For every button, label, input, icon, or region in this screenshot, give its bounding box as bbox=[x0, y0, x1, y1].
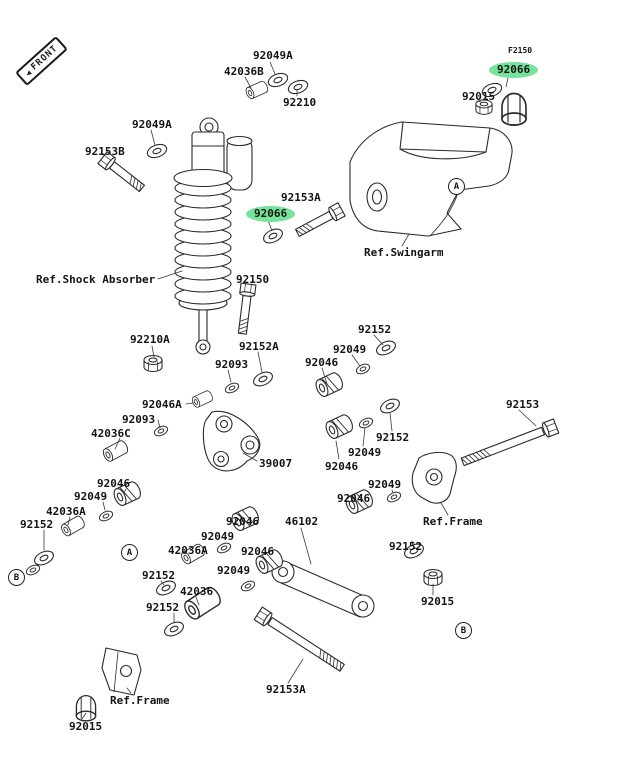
part-number-label[interactable]: 92015 bbox=[69, 720, 103, 733]
part-number-label[interactable]: 92066 bbox=[246, 206, 296, 223]
part-number-label[interactable]: 92015 bbox=[421, 595, 455, 608]
part-number-label[interactable]: 92152 bbox=[389, 540, 423, 553]
frame-bracket-bottom-drawing bbox=[101, 647, 142, 696]
part-number-label[interactable]: 92046 bbox=[325, 460, 359, 473]
callout-bubble-A: A bbox=[448, 178, 465, 195]
part-number-label[interactable]: 92152 bbox=[358, 323, 392, 336]
part-number-label[interactable]: 92049 bbox=[333, 343, 367, 356]
leader-lines bbox=[43, 61, 537, 720]
part-number-label[interactable]: 92152A bbox=[239, 340, 279, 353]
part-number-label[interactable]: 39007 bbox=[259, 457, 293, 470]
part-number-label[interactable]: 92152 bbox=[146, 601, 180, 614]
part-number-label[interactable]: 92049 bbox=[217, 564, 251, 577]
part-number-label[interactable]: 92152 bbox=[142, 569, 176, 582]
part-number-label[interactable]: 92049 bbox=[348, 446, 382, 459]
part-number-label[interactable]: 92046 bbox=[305, 356, 339, 369]
part-number-label[interactable]: 92152 bbox=[376, 431, 410, 444]
part-number-label[interactable]: 42036A bbox=[46, 505, 86, 518]
part-number-label[interactable]: 92066 bbox=[489, 62, 539, 79]
callout-bubble-B: B bbox=[455, 622, 472, 639]
part-number-label[interactable]: 42036C bbox=[91, 427, 131, 440]
reference-label: Ref.Swingarm bbox=[364, 246, 444, 259]
part-number-label[interactable]: 92046 bbox=[97, 477, 131, 490]
callout-bubble-B: B bbox=[8, 569, 25, 586]
part-number-label[interactable]: 92046 bbox=[241, 545, 275, 558]
part-number-label[interactable]: 92015 bbox=[462, 90, 496, 103]
part-number-label[interactable]: 92153A bbox=[266, 683, 306, 696]
part-number-label[interactable]: 92093 bbox=[215, 358, 249, 371]
part-number-label[interactable]: 92210 bbox=[283, 96, 317, 109]
part-number-label[interactable]: 92046 bbox=[226, 515, 260, 528]
part-number-label[interactable]: 42036 bbox=[180, 585, 214, 598]
reference-label: Ref.Shock Absorber bbox=[36, 273, 156, 286]
part-number-label[interactable]: 92049A bbox=[253, 49, 293, 62]
part-number-label[interactable]: 92153 bbox=[506, 398, 540, 411]
part-number-label[interactable]: 92049A bbox=[132, 118, 172, 131]
shock-absorber-drawing bbox=[173, 117, 253, 355]
part-number-label[interactable]: 92093 bbox=[122, 413, 156, 426]
reference-label: Ref.Frame bbox=[423, 515, 483, 528]
rocker-arm-drawing bbox=[202, 410, 261, 472]
part-number-label[interactable]: 92049 bbox=[74, 490, 108, 503]
part-number-label[interactable]: 92152 bbox=[20, 518, 54, 531]
part-number-label[interactable]: 92046A bbox=[142, 398, 182, 411]
part-number-label[interactable]: 92049 bbox=[368, 478, 402, 491]
part-number-label[interactable]: 92153B bbox=[85, 145, 125, 158]
part-number-label[interactable]: 92150 bbox=[236, 273, 270, 286]
part-number-label[interactable]: 92046 bbox=[337, 492, 371, 505]
part-number-label[interactable]: 42036A bbox=[168, 544, 208, 557]
part-number-label[interactable]: 92049 bbox=[201, 530, 235, 543]
swingarm-drawing bbox=[349, 121, 513, 237]
part-number-label[interactable]: 42036B bbox=[224, 65, 264, 78]
part-number-label[interactable]: F2150 bbox=[508, 46, 533, 55]
part-number-label[interactable]: 92210A bbox=[130, 333, 170, 346]
reference-label: Ref.Frame bbox=[110, 694, 170, 707]
part-number-label[interactable]: 46102 bbox=[285, 515, 319, 528]
callout-bubble-A: A bbox=[121, 544, 138, 561]
part-number-label[interactable]: 92153A bbox=[281, 191, 321, 204]
frame-bracket-right-drawing bbox=[411, 451, 457, 504]
